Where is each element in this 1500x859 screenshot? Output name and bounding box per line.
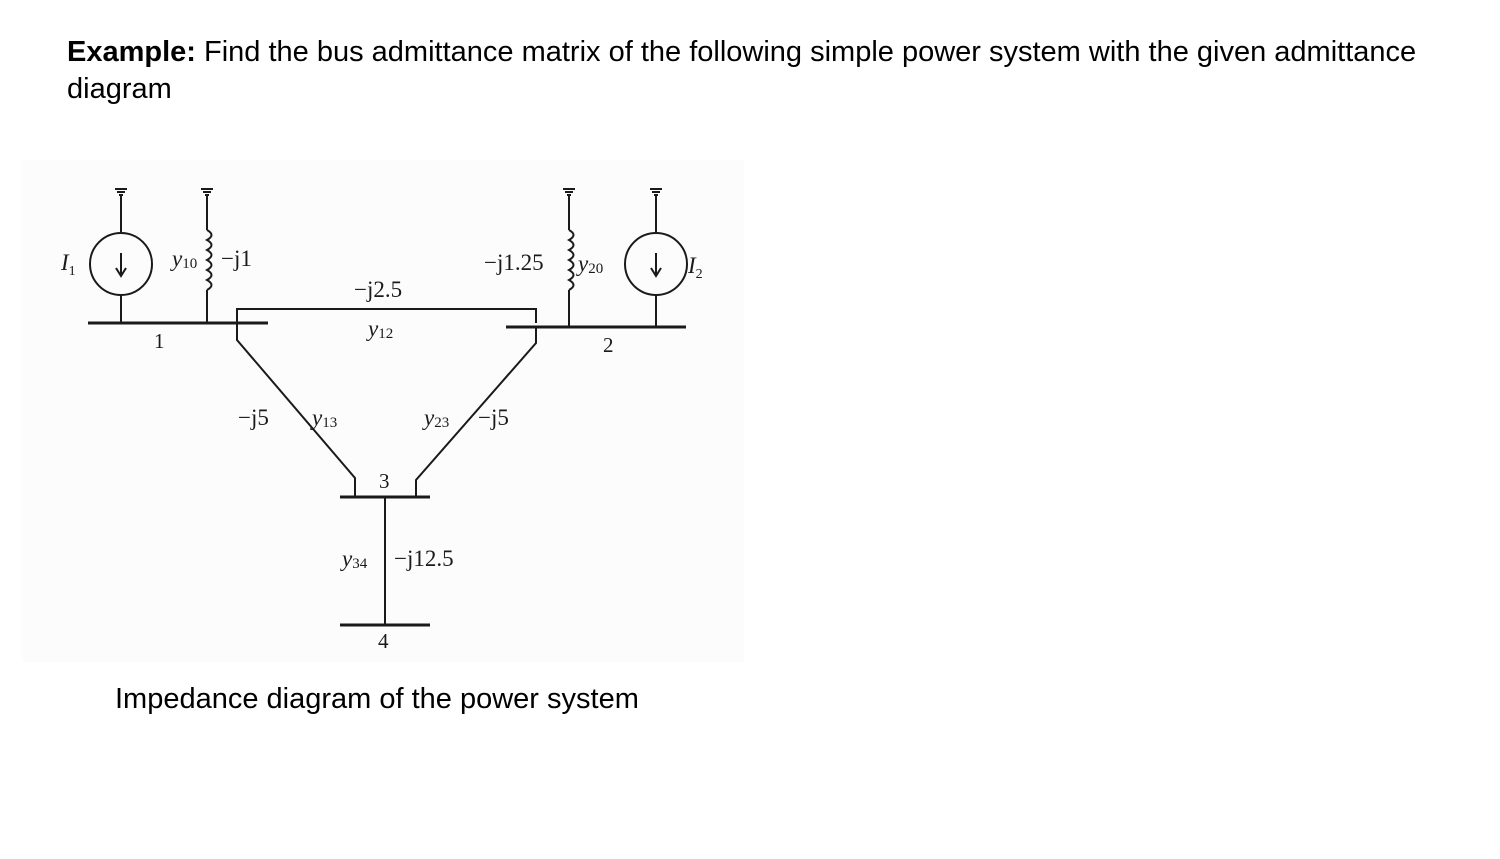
bus-label-2: 2 — [603, 333, 614, 357]
diagram-svg: I1 I2 y10 −j1 −j1.25 y20 −j2.5 y12 −j5 y… — [60, 188, 703, 653]
label-y34: y34 — [340, 546, 368, 572]
value-y10: −j1 — [221, 246, 252, 271]
value-y20: −j1.25 — [484, 250, 544, 275]
example-heading: Example: Find the bus admittance matrix … — [67, 34, 1447, 108]
label-y23: y23 — [422, 405, 449, 431]
value-y23: −j5 — [478, 405, 509, 430]
line-y13 — [236, 323, 356, 497]
shunt-admittance-y10 — [201, 188, 213, 323]
source-label-i2: I2 — [687, 253, 703, 282]
current-source-2 — [624, 188, 688, 327]
example-text: Find the bus admittance matrix of the fo… — [67, 36, 1417, 105]
label-y10: y10 — [170, 246, 197, 272]
current-source-1 — [89, 188, 153, 323]
diagram-caption: Impedance diagram of the power system — [115, 683, 639, 715]
value-y13: −j5 — [238, 405, 269, 430]
line-y23 — [415, 327, 537, 497]
line-y12 — [236, 308, 537, 323]
value-y12: −j2.5 — [354, 277, 402, 302]
label-y13: y13 — [310, 405, 337, 431]
example-prefix: Example: — [67, 36, 196, 68]
value-y34: −j12.5 — [394, 546, 454, 571]
shunt-admittance-y20 — [563, 188, 575, 327]
bus-label-3: 3 — [379, 469, 390, 493]
bus-label-4: 4 — [378, 629, 389, 653]
bus-label-1: 1 — [154, 329, 165, 353]
admittance-diagram: I1 I2 y10 −j1 −j1.25 y20 −j2.5 y12 −j5 y… — [22, 160, 744, 662]
source-label-i1: I1 — [60, 250, 76, 279]
label-y20: y20 — [576, 251, 603, 277]
label-y12: y12 — [366, 316, 393, 342]
